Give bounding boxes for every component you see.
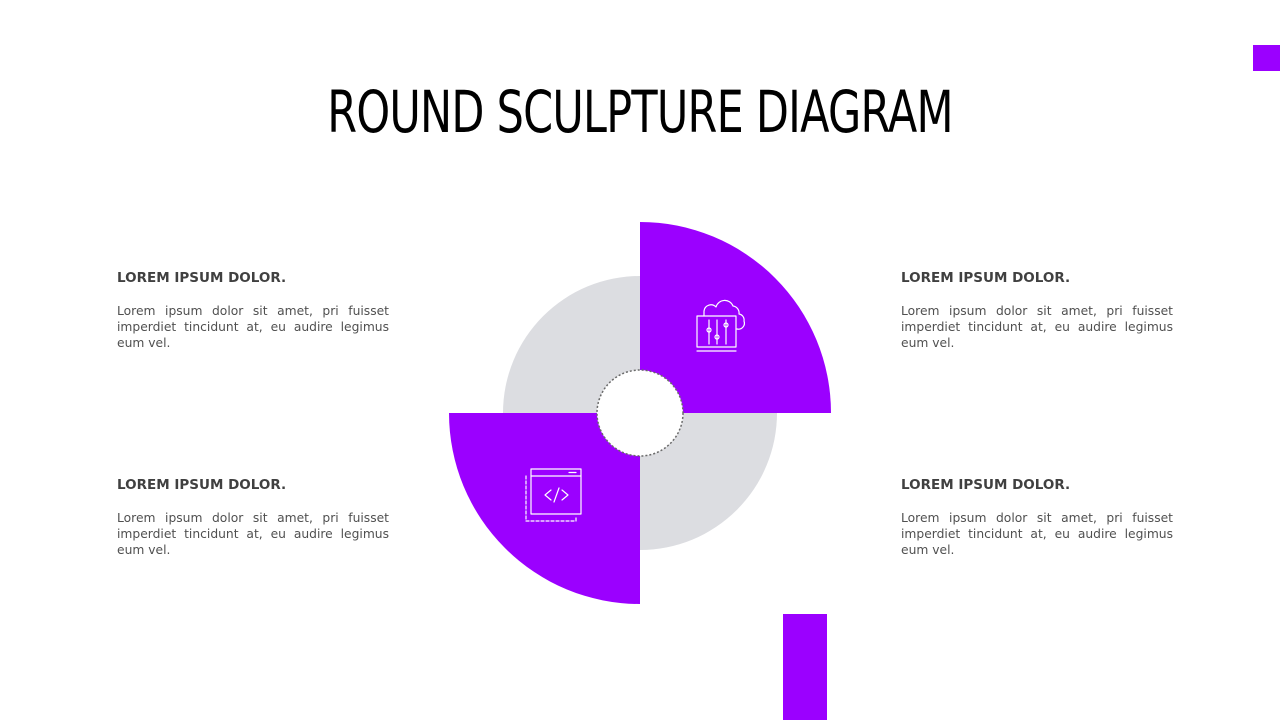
- sector-bottom-right: [640, 413, 777, 550]
- text-block-bottom-left: LOREM IPSUM DOLOR. Lorem ipsum dolor sit…: [117, 476, 389, 558]
- block-heading: LOREM IPSUM DOLOR.: [901, 477, 1071, 493]
- sector-bottom-left: [449, 413, 640, 604]
- bottom-accent-bar: [783, 614, 827, 720]
- cloud-settings-icon: [696, 299, 745, 352]
- text-block-top-left: LOREM IPSUM DOLOR. Lorem ipsum dolor sit…: [117, 269, 389, 351]
- page-title: ROUND SCULPTURE DIAGRAM: [327, 78, 953, 146]
- block-heading: LOREM IPSUM DOLOR.: [901, 270, 1071, 286]
- code-window-icon: [525, 468, 582, 522]
- block-body: Lorem ipsum dolor sit amet, pri fuisset …: [117, 511, 389, 557]
- block-heading: LOREM IPSUM DOLOR.: [117, 477, 287, 493]
- block-body: Lorem ipsum dolor sit amet, pri fuisset …: [901, 511, 1173, 557]
- sector-top-left: [503, 276, 640, 413]
- text-block-top-right: LOREM IPSUM DOLOR. Lorem ipsum dolor sit…: [901, 269, 1173, 351]
- center-circle: [596, 369, 684, 457]
- block-body: Lorem ipsum dolor sit amet, pri fuisset …: [901, 304, 1173, 350]
- block-body: Lorem ipsum dolor sit amet, pri fuisset …: [117, 304, 389, 350]
- text-block-bottom-right: LOREM IPSUM DOLOR. Lorem ipsum dolor sit…: [901, 476, 1173, 558]
- corner-accent-square: [1253, 45, 1280, 71]
- block-heading: LOREM IPSUM DOLOR.: [117, 270, 287, 286]
